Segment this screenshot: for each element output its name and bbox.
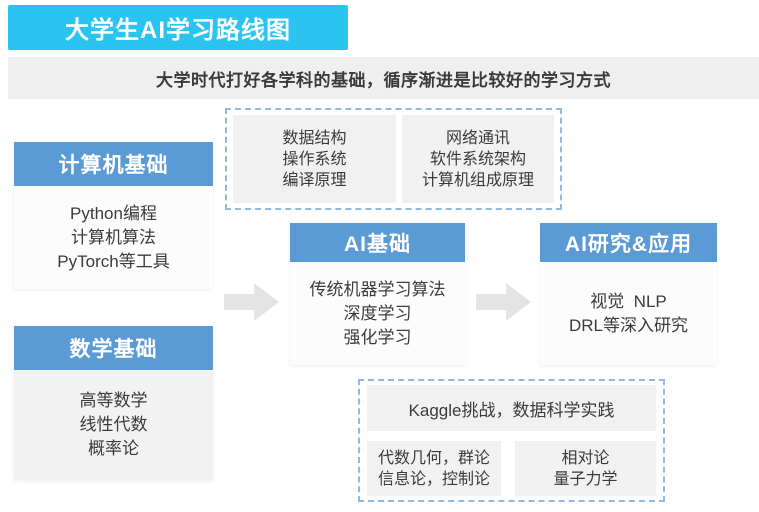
cs-core-courses-container: 数据结构 操作系统 编译原理 网络通讯 软件系统架构 计算机组成原理 <box>225 108 562 210</box>
advanced-math-cell: 代数几何，群论 信息论，控制论 <box>367 441 501 496</box>
subtitle-strip: 大学时代打好各学科的基础，循序渐进是比较好的学习方式 <box>8 57 759 99</box>
cs-courses-group1: 数据结构 操作系统 编译原理 <box>233 115 396 203</box>
list-item: 软件系统架构 <box>429 150 526 168</box>
list-item: 网络通讯 <box>445 129 510 147</box>
kaggle-practice-text: Kaggle挑战，数据科学实践 <box>408 400 615 420</box>
list-item: 传统机器学习算法 <box>309 279 446 299</box>
list-item: Python编程 <box>70 203 157 223</box>
arrow-right-icon <box>476 283 531 321</box>
list-item: 操作系统 <box>282 150 347 168</box>
list-item: 高等数学 <box>79 391 148 410</box>
list-item: 深度学习 <box>343 303 412 323</box>
cs-courses-group2: 网络通讯 软件系统架构 计算机组成原理 <box>402 115 554 203</box>
list-item: DRL等深入研究 <box>568 315 688 335</box>
list-item: 视觉 NLP <box>590 291 667 311</box>
arrow-right-icon <box>224 283 279 321</box>
list-item: 数据结构 <box>282 129 347 147</box>
kaggle-practice-bar: Kaggle挑战，数据科学实践 <box>367 385 656 431</box>
list-item: 计算机组成原理 <box>421 171 534 189</box>
math-basics-box: 数学基础 高等数学 线性代数 概率论 <box>14 326 213 480</box>
math-basics-header: 数学基础 <box>14 326 213 370</box>
title-banner: 大学生AI学习路线图 <box>8 5 348 50</box>
math-basics-items: 高等数学 线性代数 概率论 <box>14 370 213 480</box>
list-item: 代数几何，群论 <box>377 449 490 467</box>
list-item: 概率论 <box>88 439 139 458</box>
ai-basics-items: 传统机器学习算法 深度学习 强化学习 <box>290 262 465 365</box>
list-item: PyTorch等工具 <box>57 251 170 271</box>
list-item: 线性代数 <box>79 415 148 434</box>
ai-basics-box: AI基础 传统机器学习算法 深度学习 强化学习 <box>290 223 465 365</box>
ai-basics-header: AI基础 <box>290 223 465 262</box>
physics-cell: 相对论 量子力学 <box>515 441 656 496</box>
list-item: 编译原理 <box>282 171 347 189</box>
list-item: 信息论，控制论 <box>377 470 490 488</box>
extensions-row: 代数几何，群论 信息论，控制论 相对论 量子力学 <box>367 441 656 496</box>
computer-basics-box: 计算机基础 Python编程 计算机算法 PyTorch等工具 <box>14 142 213 289</box>
computer-basics-header: 计算机基础 <box>14 142 213 186</box>
ai-research-box: AI研究&应用 视觉 NLP DRL等深入研究 <box>540 223 717 365</box>
computer-basics-items: Python编程 计算机算法 PyTorch等工具 <box>14 186 213 289</box>
list-item: 相对论 <box>561 449 610 467</box>
list-item: 强化学习 <box>343 327 412 347</box>
page-title: 大学生AI学习路线图 <box>65 17 291 44</box>
ai-research-items: 视觉 NLP DRL等深入研究 <box>540 262 717 365</box>
subtitle-text: 大学时代打好各学科的基础，循序渐进是比较好的学习方式 <box>156 70 611 90</box>
practice-extensions-container: Kaggle挑战，数据科学实践 代数几何，群论 信息论，控制论 相对论 量子力学 <box>358 379 665 502</box>
list-item: 计算机算法 <box>71 227 156 247</box>
ai-research-header: AI研究&应用 <box>540 223 717 262</box>
list-item: 量子力学 <box>553 470 618 488</box>
